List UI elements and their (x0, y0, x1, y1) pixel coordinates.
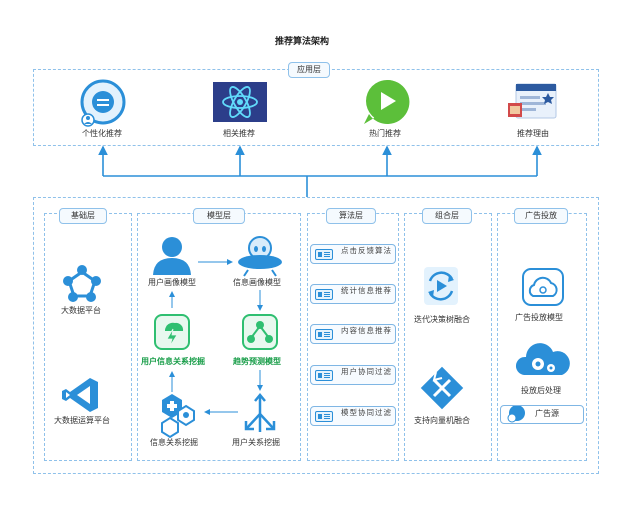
algo-item-label: 内容信息推荐 (341, 326, 392, 335)
data-panel-icon (315, 289, 333, 300)
refresh-play-icon (424, 267, 458, 305)
share-nodes-icon (242, 314, 278, 350)
ufo-alien-icon (238, 236, 282, 277)
model-item-info-mining-label: 信息关系挖掘 (150, 438, 198, 447)
algo-item-content: 内容信息推荐 (310, 324, 396, 344)
data-panel-icon (315, 411, 333, 422)
app-item-related-label: 相关推荐 (223, 129, 255, 138)
combo-layer-header: 组合层 (422, 208, 472, 224)
chat-user-icon (80, 79, 126, 127)
cross-arrows-icon (420, 366, 464, 410)
model-item-trend-label: 趋势预测模型 (233, 357, 281, 366)
lightning-tile-icon (154, 314, 190, 350)
react-atom-icon (213, 82, 267, 122)
hexagon-cluster-icon (161, 394, 195, 439)
person-icon (153, 237, 191, 275)
ad-source-box (500, 405, 584, 424)
ad-item-model-label: 广告投放模型 (515, 313, 563, 322)
cloud-gears-icon (515, 343, 570, 375)
model-item-user-info-mining-label: 用户信息关系挖掘 (141, 357, 205, 366)
app-layer-header: 应用层 (288, 62, 330, 78)
model-layer-header: 模型层 (193, 208, 245, 224)
model-item-user-profile-label: 用户画像模型 (148, 278, 196, 287)
ad-item-source-label: 广告源 (535, 409, 559, 418)
algo-item-model-cf: 模型协同过滤 (310, 406, 396, 426)
page-title: 推荐算法架构 (275, 37, 330, 47)
algo-item-label: 统计信息推荐 (341, 286, 392, 295)
data-panel-icon (315, 329, 333, 340)
data-panel-icon (315, 249, 333, 260)
app-connectors (98, 145, 542, 197)
combo-item-gbdt-label: 迭代决策树融合 (414, 315, 470, 324)
network-nodes-icon (63, 265, 101, 302)
base-item-compute-label: 大数据运算平台 (54, 416, 110, 425)
fork-arrows-icon (244, 393, 276, 432)
algo-item-click-feedback: 点击反馈算法 (310, 244, 396, 264)
play-bubble-icon (364, 79, 410, 124)
algo-item-label: 点击反馈算法 (341, 246, 392, 255)
model-arrows (169, 259, 263, 415)
cloud-spiral-icon (522, 268, 564, 306)
thumbs-up-card-icon (508, 83, 557, 119)
platform-box (33, 197, 599, 474)
algo-item-label: 模型协同过滤 (341, 408, 392, 417)
algo-item-label: 用户协同过滤 (341, 367, 392, 376)
algo-item-user-cf: 用户协同过滤 (310, 365, 396, 385)
base-layer-header: 基础层 (59, 208, 107, 224)
model-item-user-relation-label: 用户关系挖掘 (232, 438, 280, 447)
algo-layer-header: 算法层 (326, 208, 376, 224)
visual-studio-icon (62, 378, 98, 412)
ad-source-icon (507, 405, 525, 423)
base-item-bigdata-label: 大数据平台 (61, 306, 101, 315)
ad-layer-header: 广告投放 (514, 208, 568, 224)
ad-item-postprocess-label: 投放后处理 (521, 386, 561, 395)
app-item-reason-label: 推荐理由 (517, 129, 549, 138)
app-item-hot-label: 热门推荐 (369, 129, 401, 138)
model-layer-box (137, 213, 301, 461)
model-item-info-profile-label: 信息画像模型 (233, 278, 281, 287)
combo-item-svm-label: 支持向量机融合 (414, 416, 470, 425)
app-item-personalized-label: 个性化推荐 (82, 129, 122, 138)
data-panel-icon (315, 370, 333, 381)
algo-item-statistics: 统计信息推荐 (310, 284, 396, 304)
